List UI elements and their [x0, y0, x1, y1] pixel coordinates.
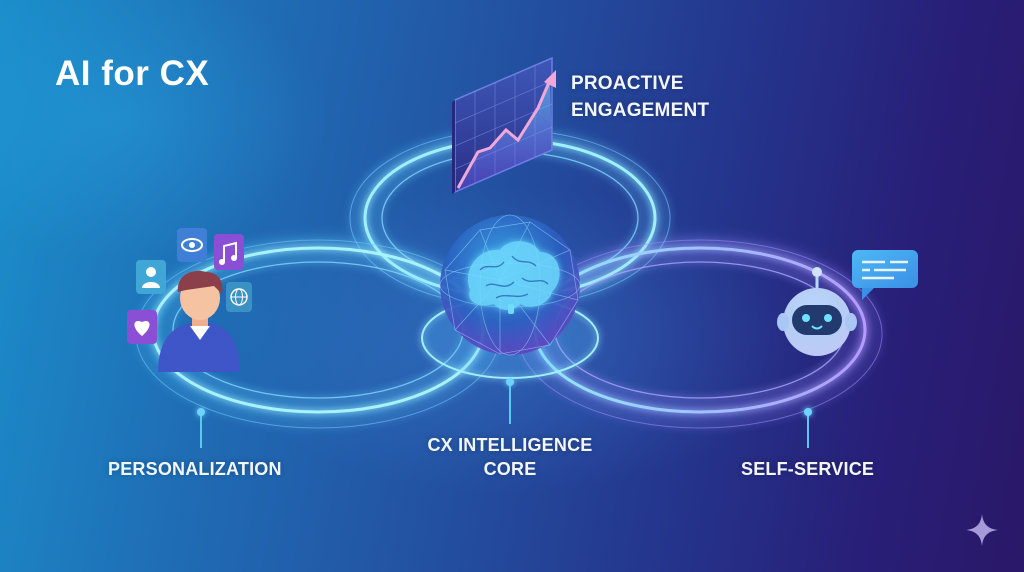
- chatbot-robot-icon: [777, 267, 857, 356]
- label-personalization: PERSONALIZATION: [108, 459, 282, 479]
- brain-sphere-icon: [439, 214, 581, 356]
- chat-bubble-icon: [852, 250, 918, 300]
- label-line: CX INTELLIGENCE: [427, 435, 593, 455]
- connector-dot: [506, 378, 514, 386]
- page-title: AI for CX: [55, 54, 210, 93]
- heart-icon: [127, 310, 157, 344]
- label-cx-intelligence-core: CX INTELLIGENCE CORE: [410, 433, 610, 481]
- eye-icon: [177, 228, 207, 262]
- label-line: CORE: [483, 459, 537, 479]
- connector-dot: [197, 408, 205, 416]
- sparkle-icon: [966, 514, 998, 546]
- music-note-icon: [214, 234, 244, 270]
- growth-chart-icon: [452, 56, 556, 194]
- connector-personalization: [197, 408, 205, 448]
- connector-self-service: [804, 408, 812, 448]
- label-proactive-engagement: PROACTIVE ENGAGEMENT: [571, 70, 709, 124]
- user-icon: [136, 260, 166, 294]
- connector-core: [506, 378, 514, 424]
- user-avatar-icon: [158, 270, 240, 372]
- label-self-service: SELF-SERVICE: [741, 459, 875, 479]
- label-line: PROACTIVE: [571, 73, 684, 94]
- label-line: ENGAGEMENT: [571, 100, 710, 121]
- connector-dot: [804, 408, 812, 416]
- globe-icon: [226, 282, 252, 312]
